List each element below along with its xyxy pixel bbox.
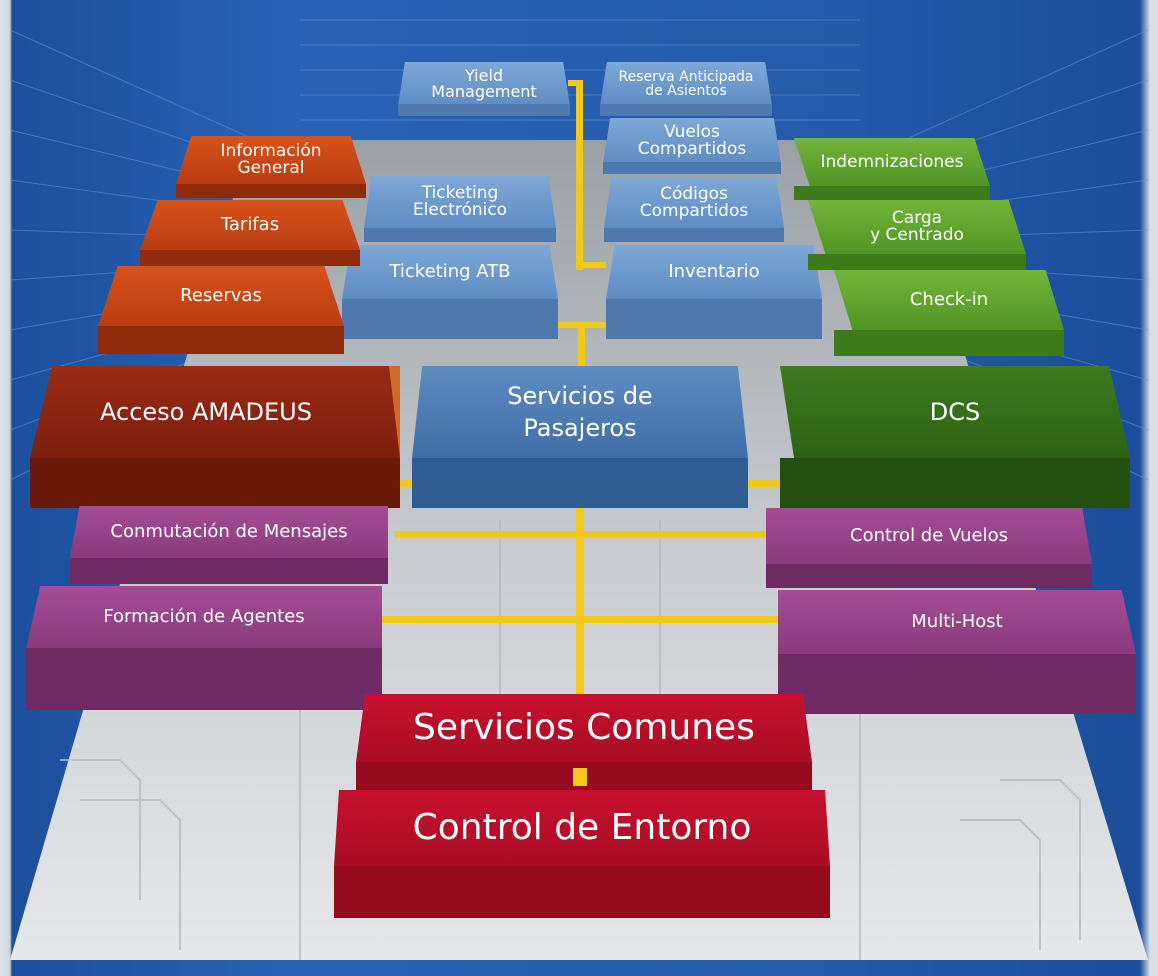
check-in-label: Check-in: [834, 270, 1064, 330]
acceso-amadeus-block: Acceso AMADEUS: [30, 366, 400, 508]
control-vuelos-label: Control de Vuelos: [766, 508, 1092, 564]
connector-spine-lower: [576, 480, 584, 700]
carga-centrado-block: Carga y Centrado: [808, 200, 1026, 270]
codigos-compartidos-block: Códigos Compartidos: [604, 178, 784, 242]
servicios-pasajeros-label: Servicios de Pasajeros: [412, 366, 748, 458]
acceso-amadeus-label: Acceso AMADEUS: [30, 366, 400, 458]
codigos-compartidos-label: Códigos Compartidos: [604, 178, 784, 228]
connector-yield-top: [568, 80, 582, 86]
vuelos-compartidos-label: Vuelos Compartidos: [603, 118, 781, 164]
check-in-block: Check-in: [834, 270, 1064, 356]
multi-host-label: Multi-Host: [778, 590, 1136, 654]
carga-centrado-label: Carga y Centrado: [808, 200, 1026, 254]
connector-spine-upper: [578, 322, 585, 372]
multi-host-block: Multi-Host: [778, 590, 1136, 714]
reservas-block: Reservas: [98, 266, 344, 354]
dcs-block: DCS: [780, 366, 1130, 508]
ticketing-electronico-block: Ticketing Electrónico: [364, 176, 556, 242]
servicios-pasajeros-block: Servicios de Pasajeros: [412, 366, 748, 508]
circuit-traces: [60, 520, 1081, 960]
reserva-anticipada-label: Reserva Anticipada de Asientos: [600, 62, 772, 106]
formacion-agentes-label: Formación de Agentes: [26, 586, 382, 648]
yield-management-label: Yield Management: [398, 62, 570, 106]
tarifas-label: Tarifas: [140, 200, 360, 250]
connector-base: [573, 768, 587, 786]
vuelos-compartidos-block: Vuelos Compartidos: [603, 118, 781, 174]
control-vuelos-block: Control de Vuelos: [766, 508, 1092, 588]
connector-inventario-left: [576, 262, 606, 268]
tarifas-block: Tarifas: [140, 200, 360, 266]
connector-purple-lower: [380, 616, 778, 623]
indemnizaciones-block: Indemnizaciones: [794, 138, 990, 200]
servicios-comunes-label: Servicios Comunes: [356, 694, 812, 762]
ticketing-atb-label: Ticketing ATB: [342, 245, 558, 299]
conmutacion-mensajes-block: Conmutación de Mensajes: [70, 506, 388, 584]
reservas-label: Reservas: [98, 266, 344, 326]
ticketing-atb-block: Ticketing ATB: [342, 245, 558, 339]
inventario-block: Inventario: [606, 245, 822, 339]
informacion-general-block: Información General: [176, 136, 366, 198]
connector-purple-upper: [395, 531, 767, 538]
indemnizaciones-label: Indemnizaciones: [794, 138, 990, 186]
control-entorno-block: Control de Entorno: [334, 790, 830, 918]
conmutacion-mensajes-label: Conmutación de Mensajes: [70, 506, 388, 558]
inventario-label: Inventario: [606, 245, 822, 299]
formacion-agentes-block: Formación de Agentes: [26, 586, 382, 710]
dcs-label: DCS: [780, 366, 1130, 458]
connector-yield-vertical: [576, 80, 583, 270]
reserva-anticipada-block: Reserva Anticipada de Asientos: [600, 62, 772, 116]
ticketing-electronico-label: Ticketing Electrónico: [364, 176, 556, 228]
control-entorno-label: Control de Entorno: [334, 790, 830, 866]
yield-management-block: Yield Management: [398, 62, 570, 116]
informacion-general-label: Información General: [176, 136, 366, 184]
servicios-comunes-block: Servicios Comunes: [356, 694, 812, 792]
